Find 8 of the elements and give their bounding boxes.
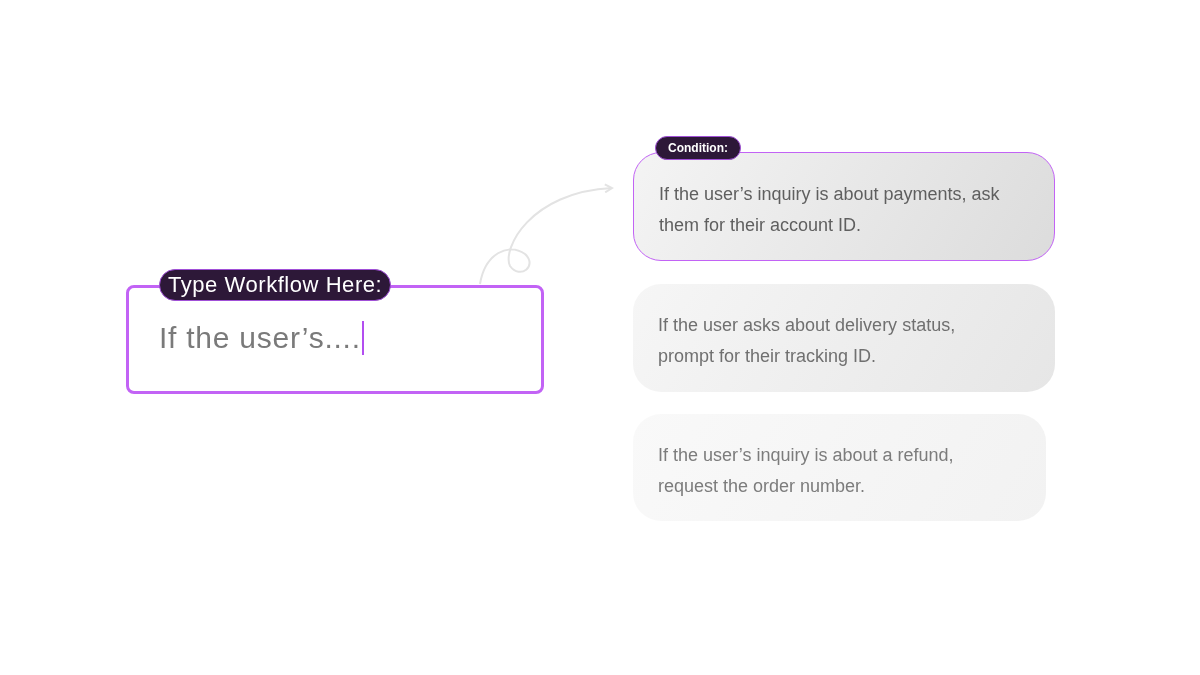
condition-text: If the user asks about delivery status, prompt for their tracking ID. bbox=[658, 314, 957, 368]
curly-arrow bbox=[479, 183, 613, 285]
typed-text: If the user’s.... bbox=[159, 320, 361, 356]
condition-card bbox=[633, 284, 1055, 392]
condition-text: If the user’s inquiry is about a refund, request the order number. bbox=[658, 444, 955, 498]
condition-tag: Condition: bbox=[655, 136, 741, 160]
field-heading-tag: Type Workflow Here: bbox=[159, 269, 392, 301]
condition-text: If the user’s inquiry is about payments, ask them for their account ID. bbox=[659, 183, 1001, 237]
